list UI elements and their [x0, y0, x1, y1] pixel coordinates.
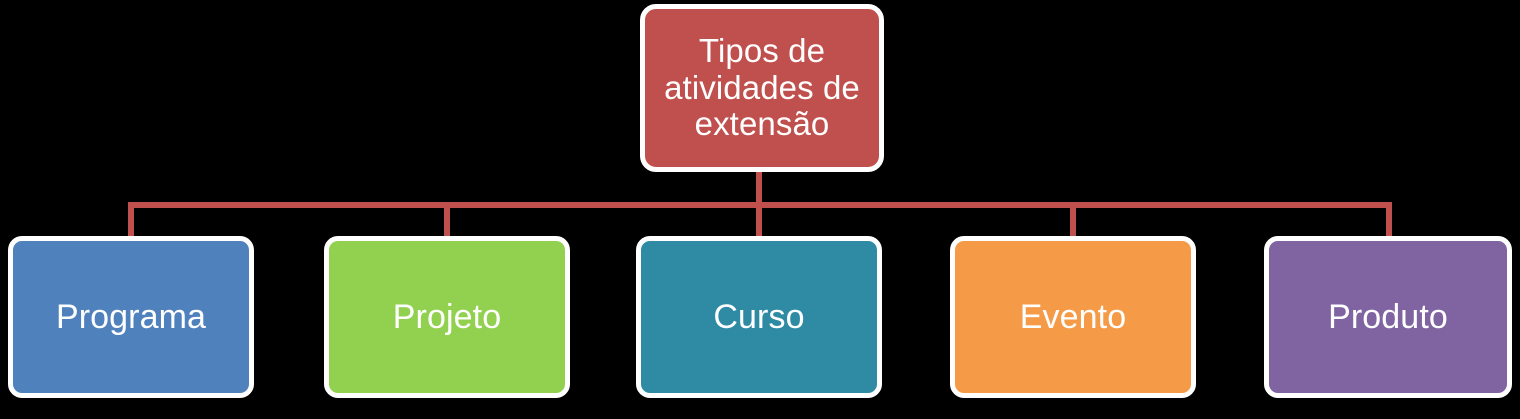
connector-drop-evento — [1070, 202, 1076, 240]
node-curso[interactable]: Curso — [636, 236, 882, 398]
connector-horizontal-bus — [128, 202, 1392, 208]
connector-drop-programa — [128, 202, 134, 240]
node-curso-label: Curso — [713, 297, 805, 336]
node-produto[interactable]: Produto — [1264, 236, 1512, 398]
node-evento-label: Evento — [1019, 297, 1127, 336]
node-produto-label: Produto — [1328, 297, 1448, 336]
node-evento[interactable]: Evento — [950, 236, 1196, 398]
node-root-tipos-de-atividades-de-extensao[interactable]: Tipos de atividades de extensão — [640, 4, 884, 172]
node-root-label: Tipos de atividades de extensão — [664, 31, 860, 143]
connector-drop-produto — [1386, 202, 1392, 240]
node-programa-label: Programa — [55, 297, 207, 336]
node-programa[interactable]: Programa — [8, 236, 254, 398]
node-projeto-label: Projeto — [392, 297, 502, 336]
node-projeto[interactable]: Projeto — [324, 236, 570, 398]
connector-drop-projeto — [444, 202, 450, 240]
